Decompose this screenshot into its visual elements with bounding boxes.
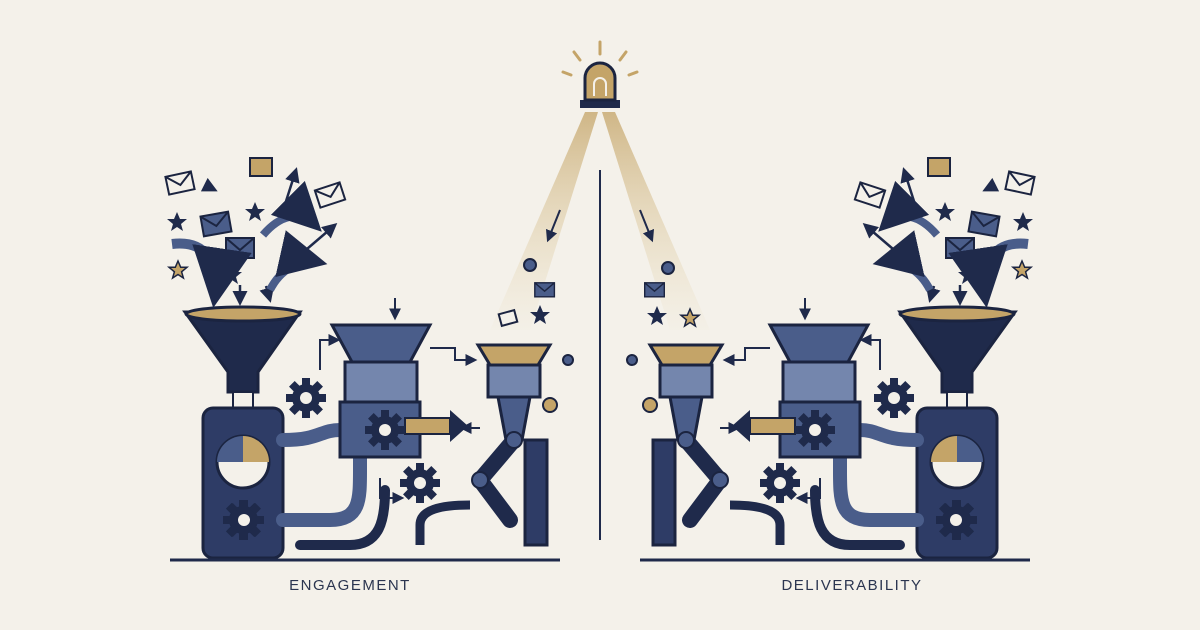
- deliverability-label: DELIVERABILITY: [781, 577, 922, 594]
- left-machine: [165, 158, 573, 560]
- engagement-label: ENGAGEMENT: [289, 577, 411, 594]
- light-beams: [490, 112, 710, 540]
- right-machine: [627, 158, 1035, 560]
- alarm-beacon-icon: [561, 40, 639, 108]
